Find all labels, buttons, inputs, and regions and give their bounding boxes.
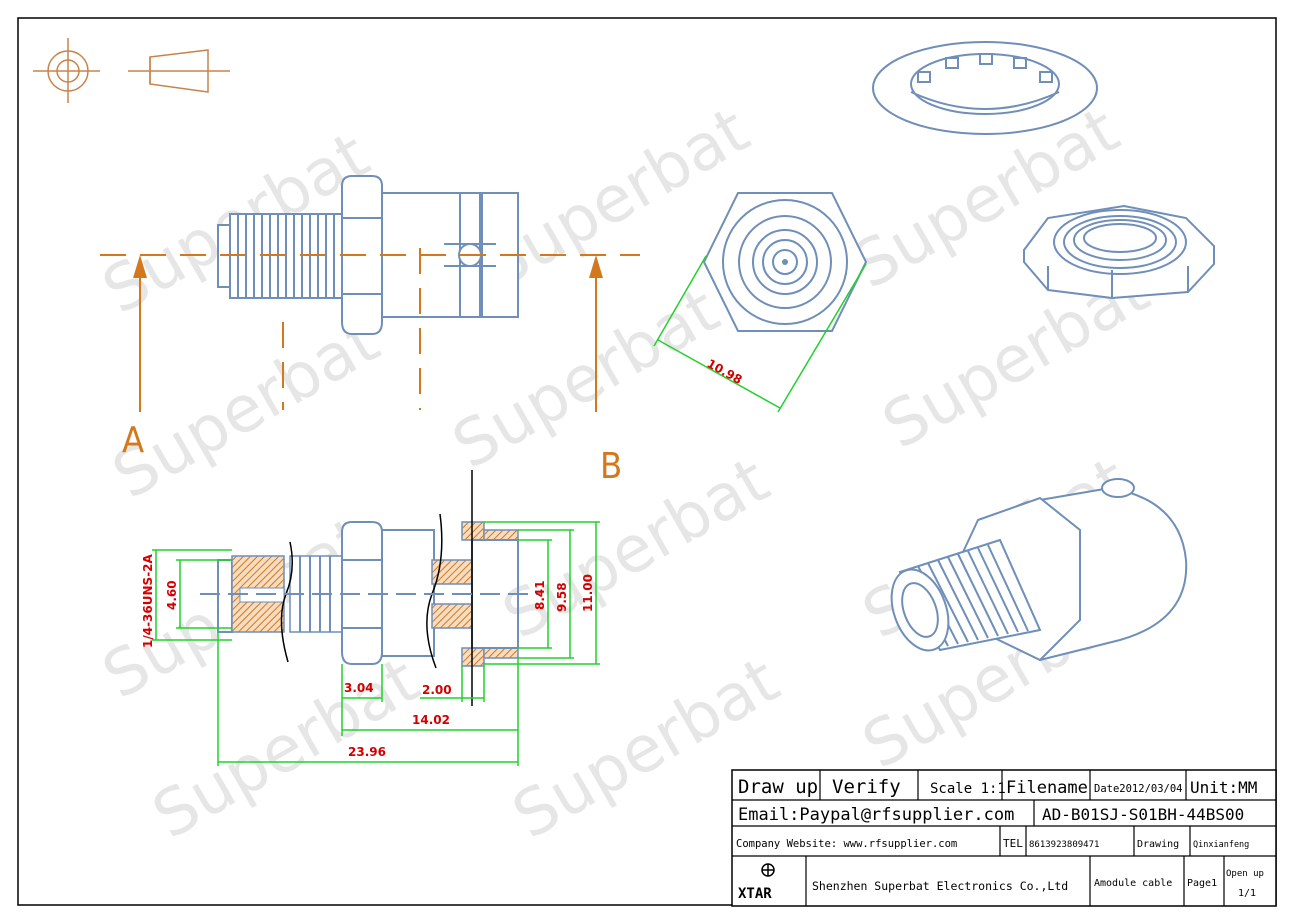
tb-email: Email:Paypal@rfsupplier.com xyxy=(738,805,1014,825)
section-label-a: A xyxy=(122,420,144,461)
watermark-layer: Superbat Superbat Superbat Superbat Supe… xyxy=(91,94,1161,854)
dim-l200: 2.00 xyxy=(422,683,452,697)
hex-nut-view xyxy=(1023,204,1215,300)
tb-tel-label: TEL xyxy=(1003,837,1023,850)
tb-page: Page1 xyxy=(1187,878,1217,889)
tb-open-up-frac: 1/1 xyxy=(1238,888,1256,899)
tb-verify: Verify xyxy=(832,776,901,798)
side-view: A B xyxy=(100,175,640,487)
tb-part-no: AD-B01SJ-S01BH-44BS00 xyxy=(1042,805,1244,824)
tb-drawer: Qinxianfeng xyxy=(1193,840,1249,850)
title-block: Draw up Verify Scale 1:1 Filename Date20… xyxy=(731,769,1277,907)
tb-product: Amodule cable xyxy=(1094,878,1172,889)
tb-logo: XTAR xyxy=(738,886,772,902)
tb-date: Date2012/03/04 xyxy=(1094,783,1183,795)
tb-company: Shenzhen Superbat Electronics Co.,Ltd xyxy=(812,879,1068,893)
section-dimensions: 4.60 1/4-36UNS-2A 8.41 9.58 11.00 3.04 2… xyxy=(141,521,600,766)
projection-symbol xyxy=(33,38,230,103)
dim-thread-spec: 1/4-36UNS-2A xyxy=(141,553,155,648)
dim-d841: 8.41 xyxy=(533,580,547,610)
section-label-b: B xyxy=(600,446,622,487)
tb-website: Company Website: www.rfsupplier.com xyxy=(736,838,957,850)
tb-drawing: Drawing xyxy=(1137,839,1179,850)
tb-filename: Filename xyxy=(1006,778,1088,798)
watermark-text: Superbat xyxy=(491,444,781,654)
dim-l1402: 14.02 xyxy=(412,713,450,727)
tb-tel: 8613923809471 xyxy=(1029,840,1099,850)
section-view xyxy=(200,470,540,706)
drawing-border xyxy=(17,17,1277,906)
lock-washer-view xyxy=(872,41,1098,135)
dim-hex-across: 10.98 xyxy=(705,356,745,387)
dim-thread-minor: 4.60 xyxy=(165,580,179,610)
tb-draw-up: Draw up xyxy=(738,776,818,798)
dim-d958: 9.58 xyxy=(555,582,569,612)
tb-unit: Unit:MM xyxy=(1190,778,1257,797)
tb-scale: Scale 1:1 xyxy=(930,781,1006,797)
xtar-logo-icon xyxy=(761,863,775,877)
dim-l304: 3.04 xyxy=(344,681,374,695)
tb-open-up: Open up xyxy=(1226,869,1264,879)
watermark-text: Superbat xyxy=(101,304,391,514)
perspective-view xyxy=(890,478,1188,662)
dim-d1100: 11.00 xyxy=(581,574,595,612)
front-view: 10.98 xyxy=(653,192,868,413)
dim-l2396: 23.96 xyxy=(348,745,386,759)
